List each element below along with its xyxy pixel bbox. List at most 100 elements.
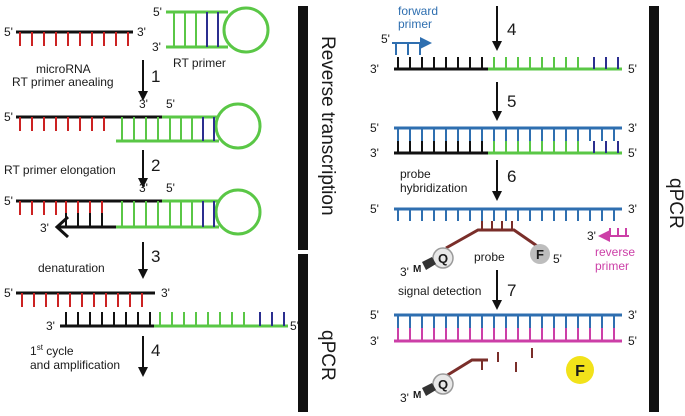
end-label-3: 3': [152, 40, 161, 54]
label-rt-primer-elongation: RT primer elongation: [4, 163, 116, 177]
annealed-primer-loop: [214, 102, 262, 150]
quencher-circle: [432, 373, 454, 395]
end-label-3: 3': [628, 308, 637, 322]
quencher-label: Q: [438, 377, 448, 392]
elongated-primer-loop: [214, 188, 262, 236]
row-forward-primer: forward primer 5' 3' 5': [370, 4, 637, 76]
end-label-3: 3': [46, 319, 55, 333]
end-label-5: 5': [290, 319, 299, 333]
mgb-label: M: [413, 264, 421, 275]
end-label-5: 5': [166, 97, 175, 111]
end-label-5: 5': [370, 202, 379, 216]
step-number-3: 3: [151, 247, 160, 266]
row-probe-hybridization: 5' 3' Q M 3' probe F 5' 3' reverse prime…: [370, 202, 637, 279]
label-reverse-primer-2: primer: [595, 259, 629, 273]
title-reverse-transcription: Reverse transcription: [317, 36, 338, 216]
row-double-strand: 5' 3' 3' 5': [370, 121, 637, 160]
step-number-4: 4: [151, 341, 160, 360]
end-label-5: 5': [370, 308, 379, 322]
end-label-5: 5': [370, 121, 379, 135]
product-bases: [397, 315, 615, 341]
reverse-primer-bases: [609, 228, 627, 236]
end-label-3: 3': [370, 334, 379, 348]
title-qpcr-right: qPCR: [665, 178, 685, 229]
end-label-5: 5': [4, 286, 13, 300]
end-label-3: 3': [40, 221, 49, 235]
end-label-3: 3': [400, 391, 409, 405]
rt-primer-stem-bases: [173, 12, 219, 47]
free-fluorophore-label: F: [575, 363, 585, 380]
rt-section-bar: [298, 6, 308, 250]
template-bases: [397, 57, 619, 69]
mgb-shape: [422, 383, 436, 396]
step-number-5: 5: [507, 92, 516, 111]
end-label-3: 3': [139, 181, 148, 195]
end-label-5: 5': [628, 146, 637, 160]
probe-bases: [481, 221, 513, 230]
step-number-2: 2: [151, 156, 160, 175]
reverse-primer-arrowhead: [598, 230, 610, 242]
step-number-7: 7: [507, 281, 516, 300]
end-label-5: 5': [628, 334, 637, 348]
row-microrna: 5' 3' microRNA 5' 3' RT primer: [4, 5, 270, 76]
step-number-6: 6: [507, 167, 516, 186]
row-annealed: 5' 3' 5': [4, 97, 262, 150]
rt-primer-loop: [222, 6, 270, 54]
qpcr-right-section-bar: [649, 6, 659, 412]
end-label-5: 5': [4, 194, 13, 208]
label-probe-hybridization-1: probe: [400, 167, 431, 181]
row-elongated: 5' 3' 5' 3': [4, 181, 262, 239]
step-number-4: 4: [507, 20, 516, 39]
end-label-5: 5': [4, 110, 13, 124]
annealed-bases: [19, 117, 215, 141]
microrna-bases: [19, 32, 129, 46]
label-and-amplification: and amplification: [30, 358, 120, 372]
end-label-3: 3': [161, 286, 170, 300]
free-fluorophore-circle: [566, 356, 594, 384]
end-label-5: 5': [166, 181, 175, 195]
label-forward-primer-2: primer: [398, 17, 432, 31]
label-reverse-primer-1: reverse: [595, 245, 635, 259]
elongated-bases: [19, 201, 215, 227]
quencher-label: Q: [438, 251, 448, 266]
row-denatured: 5' 3' 3' 5': [4, 286, 299, 333]
end-label-5: 5': [553, 252, 562, 266]
forward-primer-bases: [395, 43, 421, 55]
label-probe-hybridization-2: hybridization: [400, 181, 467, 195]
end-label-5: 5': [628, 62, 637, 76]
end-label-5: 5': [381, 32, 390, 46]
end-label-3: 3': [628, 202, 637, 216]
denatured-microrna-bases: [21, 293, 143, 307]
first-cycle-text: cycle: [43, 344, 74, 358]
end-label-5: 5': [153, 5, 162, 19]
end-label-5: 5': [4, 25, 13, 39]
label-probe: probe: [474, 250, 505, 264]
fluorophore-label: F: [536, 247, 544, 262]
step-number-1: 1: [151, 67, 160, 86]
qpcr-left-section-bar: [298, 254, 308, 412]
probe-strand: [445, 228, 541, 250]
end-label-3: 3': [400, 265, 409, 279]
end-label-3: 3': [370, 146, 379, 160]
label-first-cycle: 1st cycle: [30, 343, 74, 358]
elongation-arrowhead: [54, 215, 70, 239]
end-label-3: 3': [370, 62, 379, 76]
label-rt-primer-annealing: RT primer anealing: [12, 75, 114, 89]
label-microrna: microRNA: [36, 62, 91, 76]
amplicon-bases: [397, 128, 619, 153]
fluorophore-circle: [530, 244, 550, 264]
mgb-shape: [422, 257, 436, 270]
cdna-bases: [65, 312, 285, 326]
label-signal-detection: signal detection: [398, 284, 481, 298]
row-signal-detection: 5' 3' 3' 5' Q M 3' F: [370, 308, 637, 405]
end-label-3: 3': [139, 97, 148, 111]
quencher-circle: [432, 247, 454, 269]
label-forward-primer-1: forward: [398, 4, 438, 18]
title-qpcr-left: qPCR: [317, 330, 338, 381]
first-cycle-superscript: st: [37, 343, 44, 352]
label-rt-primer: RT primer: [173, 56, 226, 70]
label-denaturation: denaturation: [38, 261, 105, 275]
first-cycle-number: 1: [30, 344, 37, 358]
forward-primer-arrowhead: [420, 37, 432, 49]
